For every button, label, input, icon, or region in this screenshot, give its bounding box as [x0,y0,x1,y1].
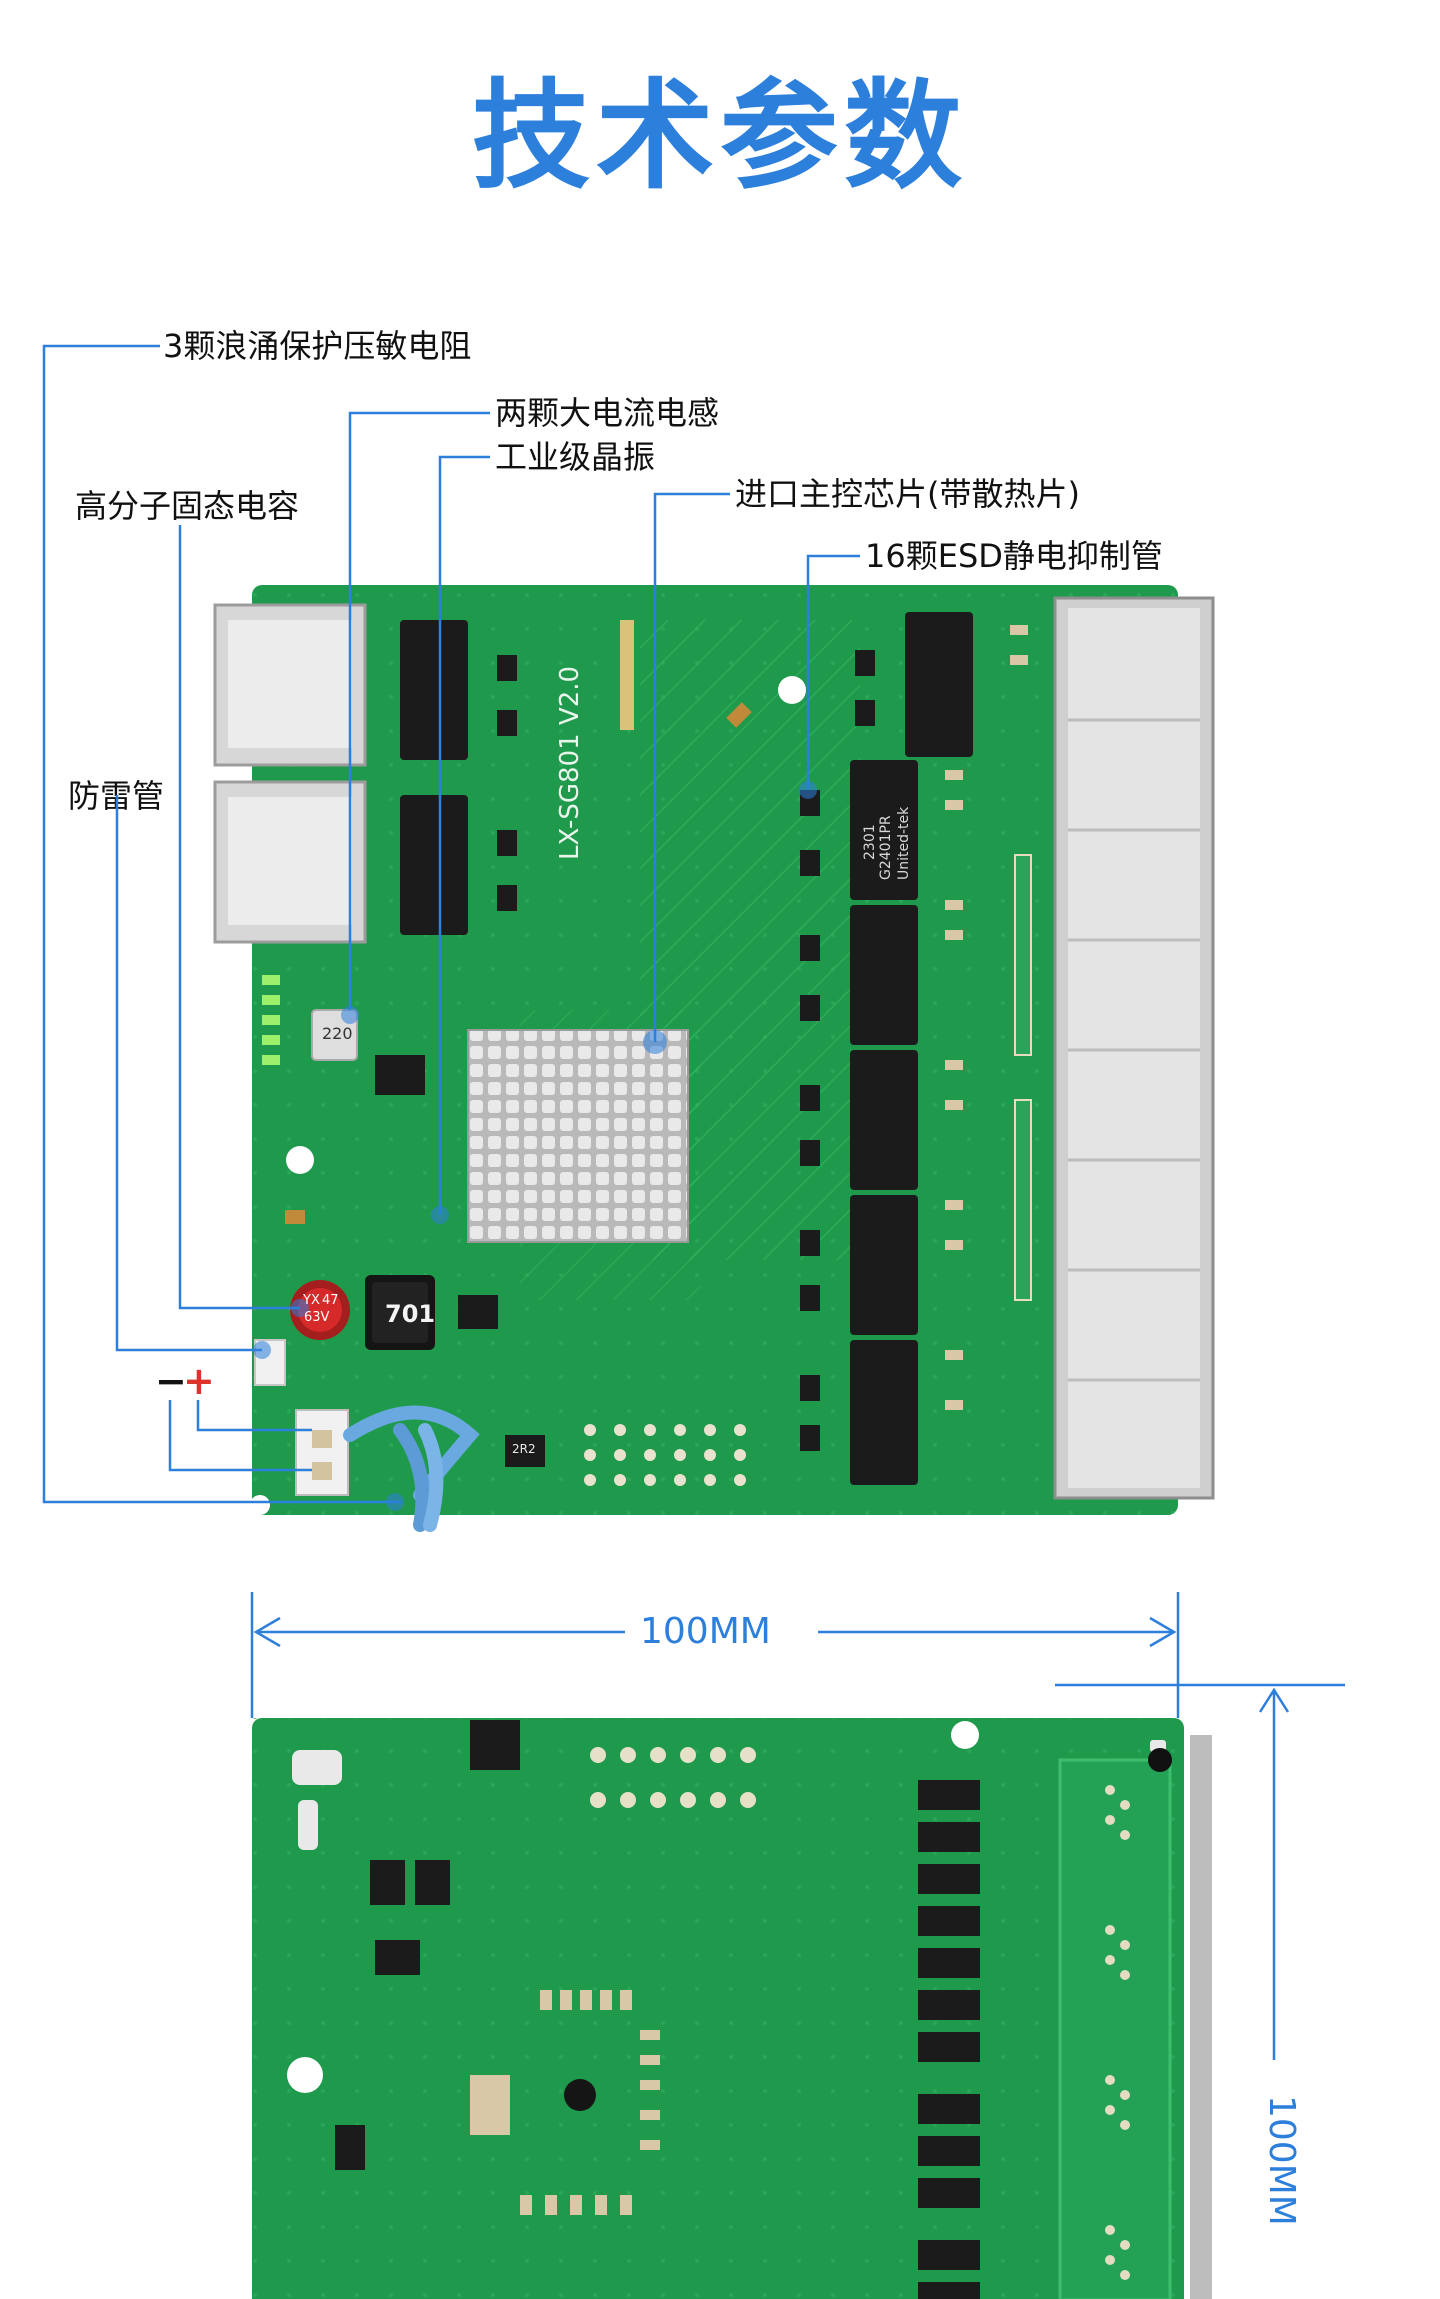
callout-varistor: 3颗浪涌保护压敏电阻 [163,327,472,365]
callout-crystal: 工业级晶振 [495,438,656,476]
polarity-plus: + [183,1359,215,1403]
pcb-bottom-board [252,1718,1212,2299]
capacitor-marking-1: YX [303,1293,320,1308]
height-dimension-label: 100MM [1261,2095,1302,2226]
capacitor-marking-2: 47 [322,1293,339,1308]
transformer-brand-label: United-tek [896,806,912,880]
board-model-label: LX-SG801 V2.0 [555,665,585,860]
callout-main-chip: 进口主控芯片(带散热片) [735,475,1080,513]
small-inductor-marking: 220 [322,1024,353,1043]
callout-esd: 16颗ESD静电抑制管 [865,537,1163,575]
callout-lines [42,344,860,1504]
transformer-date-label: 2301 [862,824,878,860]
dimension-lines [250,1592,1345,2060]
callout-capacitor: 高分子固态电容 [75,487,300,525]
crystal-marking: 2R2 [512,1442,536,1456]
width-dimension-label: 100MM [640,1611,771,1652]
page-title: 技术参数 [471,67,968,205]
capacitor-marking-3: 63V [304,1310,330,1325]
pcb-top-board [213,585,1215,1532]
transformer-part-label: G2401PR [878,815,894,880]
inductor-marking: 701 [385,1300,436,1328]
callout-inductor: 两颗大电流电感 [495,394,720,432]
polarity-minus: − [155,1359,187,1403]
